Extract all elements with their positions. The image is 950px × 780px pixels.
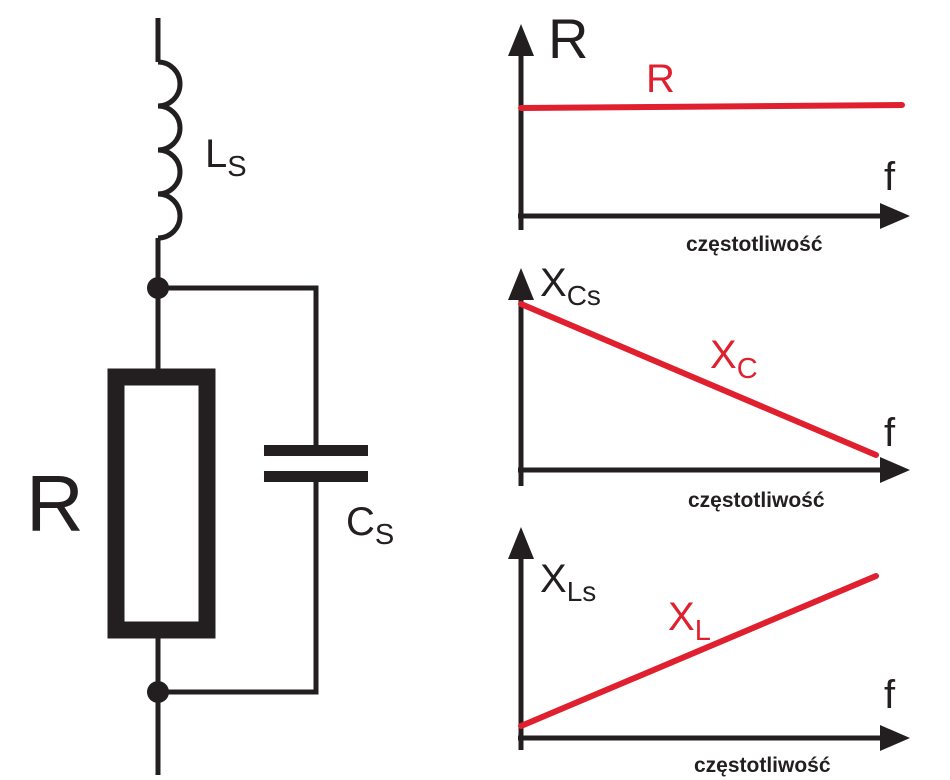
x-axis-caption: częstotliwość [686,233,823,256]
x-axis-symbol: f [884,155,896,199]
x-axis-arrow-icon [880,457,910,483]
x-axis-caption: częstotliwość [694,754,831,777]
y-axis-arrow-icon [508,24,534,56]
y-axis-label: XLs [540,557,596,607]
x-axis-symbol: f [884,673,896,717]
inductive-reactance-curve [518,573,879,729]
curve-label: R [646,57,675,101]
capacitor-plate-top [264,445,368,456]
junction-dot-top [147,277,169,299]
y-axis-label: XCs [540,261,601,311]
capacitor-label: CS [346,500,394,551]
capacitor-top-wire [158,285,319,451]
capacitor-bottom-wire [158,478,319,695]
junction-dot-bottom [147,681,169,703]
curve-label: XC [710,333,758,385]
capacitive-reactance-curve [518,301,879,458]
equivalent-circuit: LS R CS [26,18,394,775]
resistor-body [107,368,216,639]
resistance-curve [518,102,905,111]
inductor-coil [157,59,183,241]
resistor-label: R [26,459,84,548]
x-axis-arrow-icon [880,203,910,229]
x-axis-arrow-icon [880,725,910,751]
x-axis-symbol: f [884,411,896,455]
resistance-graph: R R f częstotliwość [508,7,910,256]
capacitive-reactance-graph: XCs XC f częstotliwość [508,261,910,512]
y-axis-arrow-icon [508,268,534,300]
inductor-label: LS [205,132,247,183]
y-axis-label: R [548,7,588,70]
x-axis-caption: częstotliwość [688,489,825,512]
inductive-reactance-graph: XLs XL f częstotliwość [508,527,910,777]
y-axis-arrow-icon [508,527,534,559]
curve-label: XL [668,595,711,647]
capacitor-plate-bottom [264,471,368,482]
